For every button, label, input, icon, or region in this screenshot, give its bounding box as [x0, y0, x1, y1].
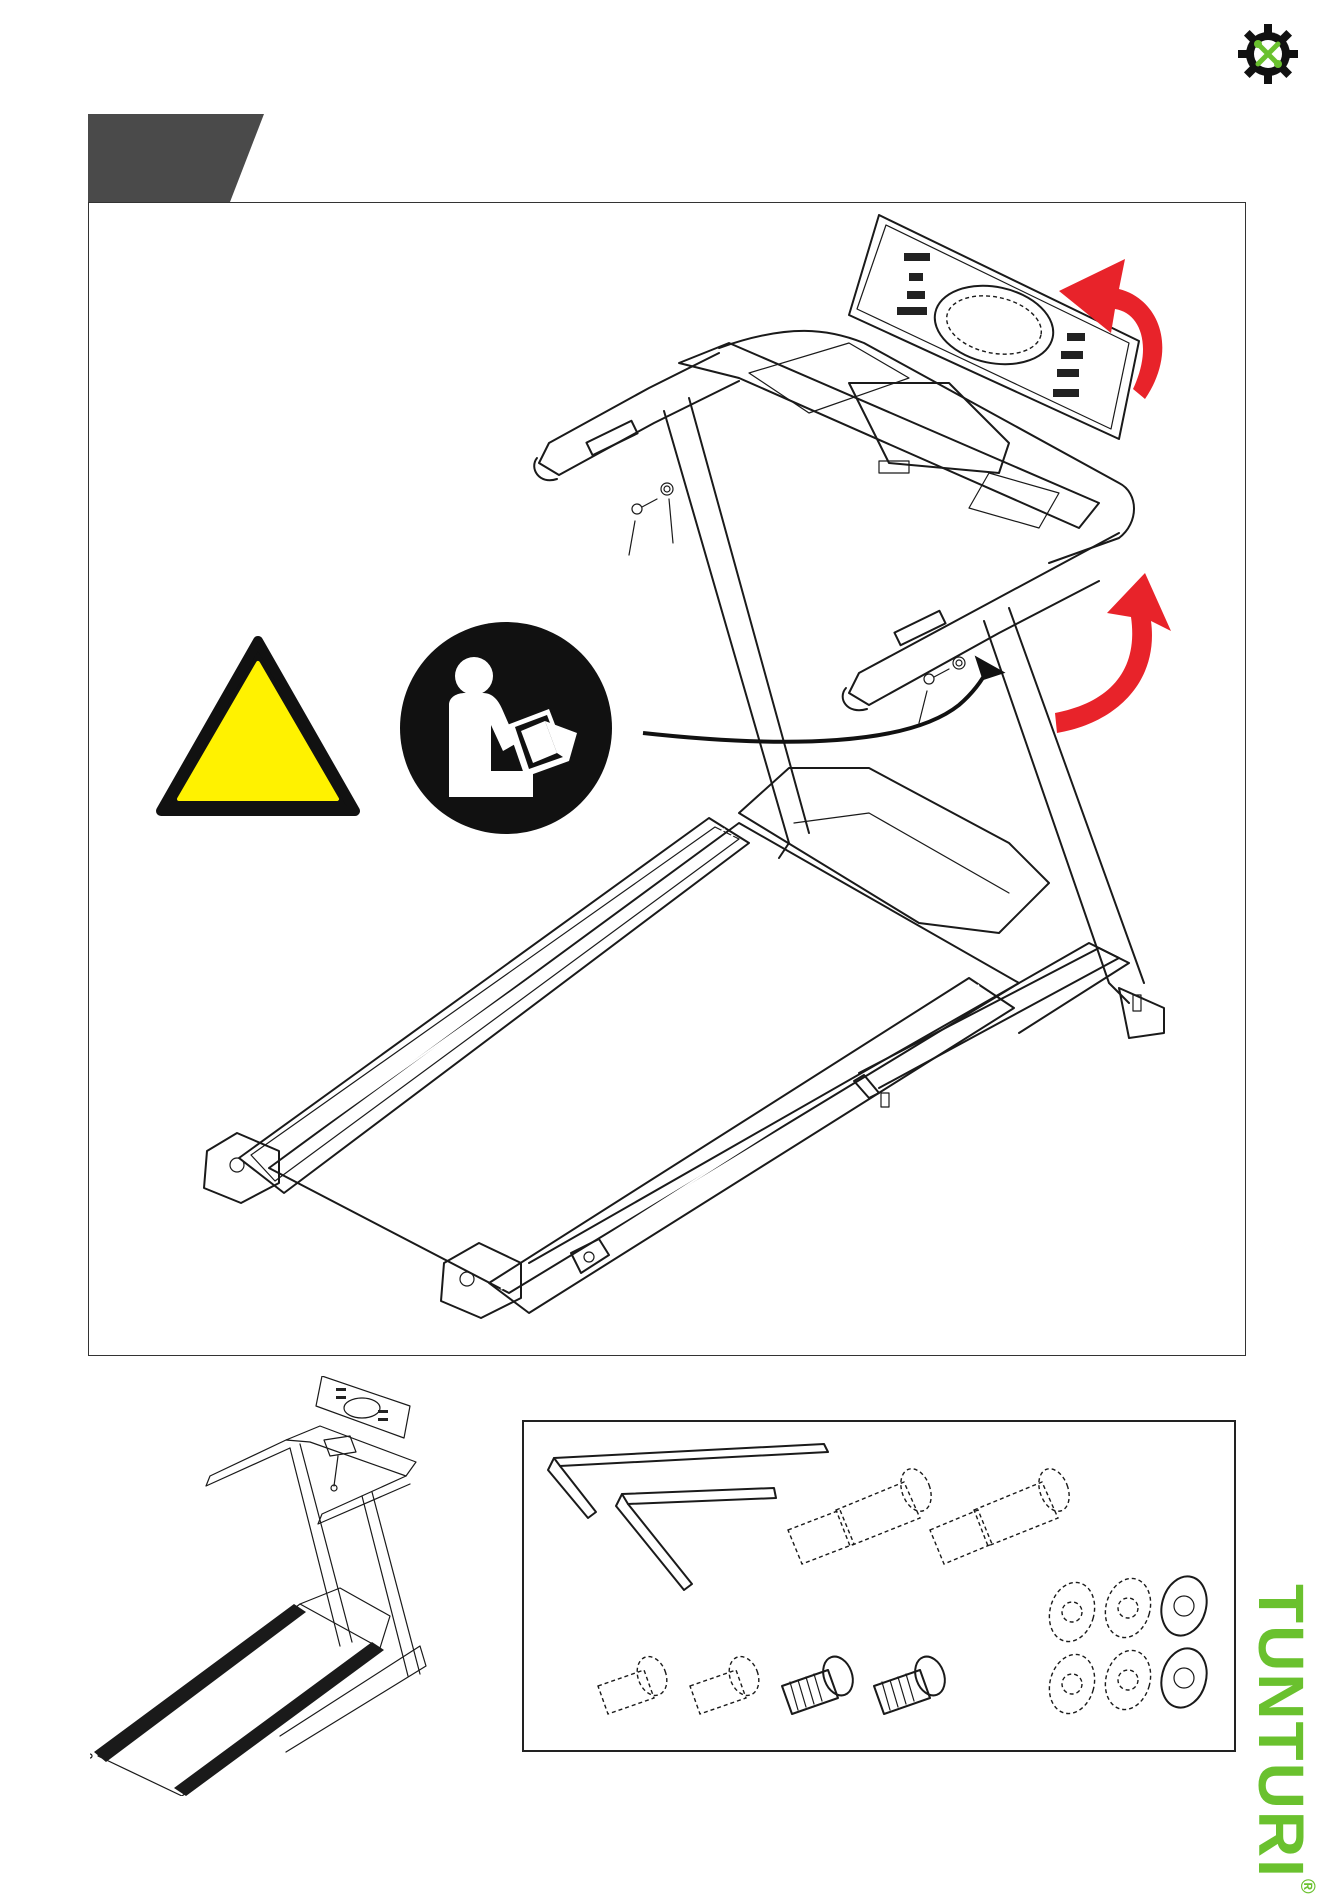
allen-key-long-icon [548, 1444, 828, 1518]
running-belt [239, 818, 1019, 1313]
end-caps [204, 1133, 609, 1318]
washer-icon [1155, 1571, 1213, 1640]
read-manual-icon [399, 621, 613, 835]
parts-box [522, 1420, 1236, 1752]
long-bolt-icon [930, 1465, 1075, 1564]
base-frame [529, 943, 1141, 1263]
short-bolt-icon [598, 1652, 672, 1714]
main-illustration-frame [88, 202, 1246, 1356]
washer-icon [1099, 1645, 1157, 1714]
pointer-arrow-icon [639, 633, 1039, 773]
warning-triangle-icon [153, 633, 363, 823]
short-bolt-icon [690, 1652, 764, 1714]
allen-key-short-icon [616, 1488, 776, 1590]
step-tab [88, 114, 264, 202]
brand-logo: TUNTURI® [1318, 1584, 1324, 1654]
brand-name: TUNTURI [1245, 1584, 1317, 1879]
short-bolt-icon [874, 1652, 950, 1714]
rotate-arrow-icon-upper [1049, 249, 1179, 409]
rotate-arrow-icon-lower [1047, 573, 1177, 743]
washer-icon [1155, 1643, 1213, 1712]
brand-registered-mark: ® [1296, 1879, 1318, 1896]
bolts-upper [629, 483, 673, 555]
washer-icon [1043, 1577, 1101, 1646]
tools-gear-icon [1236, 22, 1300, 86]
washer-icon [1043, 1649, 1101, 1718]
short-bolt-icon [782, 1652, 858, 1714]
left-handlebar [534, 353, 739, 480]
long-bolt-icon [788, 1465, 937, 1564]
overview-treadmill-illustration [90, 1376, 430, 1796]
washer-icon [1099, 1573, 1157, 1642]
